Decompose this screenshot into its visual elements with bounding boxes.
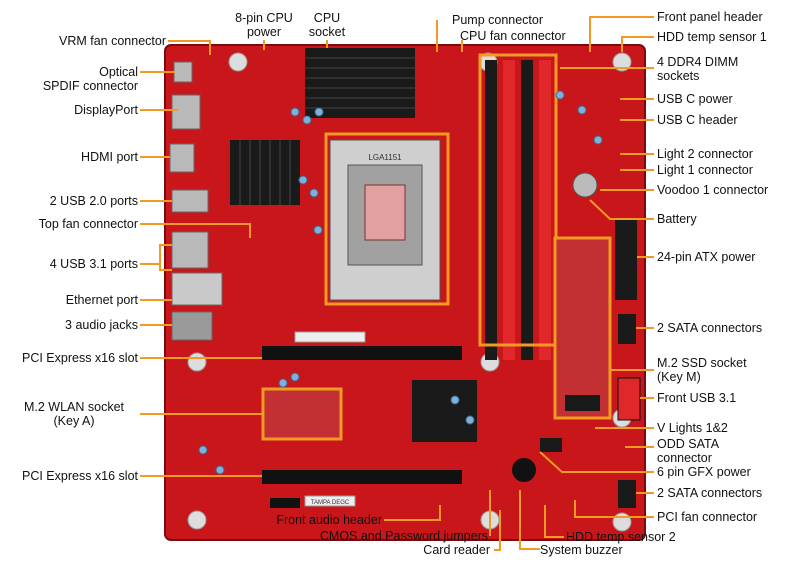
label-ethernet: Ethernet port	[65, 293, 138, 307]
pcie-slot-2	[262, 470, 462, 484]
label-optical-2: SPDIF connector	[42, 79, 138, 93]
front-audio-connector	[270, 498, 300, 508]
label-pcie-1: PCI Express x16 slot	[21, 351, 138, 365]
label-m2-wlan-1: M.2 WLAN socket	[23, 400, 125, 414]
label-card-reader: Card reader	[423, 543, 490, 557]
label-odd-sata-2: connector	[657, 451, 712, 465]
label-light2: Light 2 connector	[657, 147, 753, 161]
label-vrm-fan: VRM fan connector	[59, 34, 166, 48]
label-sata-2: 2 SATA connectors	[657, 486, 763, 500]
cpu-socket-highlight	[324, 132, 450, 306]
m2-wlan-socket	[261, 387, 343, 441]
gfx-power-connector	[540, 438, 562, 452]
label-sata-1: 2 SATA connectors	[657, 321, 763, 335]
socket-marking: LGA1151	[368, 153, 402, 162]
label-displayport: DisplayPort	[74, 103, 138, 117]
label-odd-sata-1: ODD SATA	[657, 437, 720, 451]
vrm-heatsink-top	[305, 48, 415, 118]
sata-connectors-2	[618, 480, 636, 508]
leader-lines	[140, 16, 654, 551]
dimm-slots	[485, 60, 551, 360]
label-usbc-power: USB C power	[657, 92, 733, 106]
sata-connectors-1	[618, 314, 636, 344]
label-cpu-socket-1: CPU	[313, 11, 341, 25]
label-light1: Light 1 connector	[657, 163, 753, 177]
label-cpu-fan: CPU fan connector	[460, 29, 566, 43]
label-hdd-temp-2: HDD temp sensor 2	[566, 530, 676, 544]
label-m2-wlan-2: (Key A)	[53, 414, 95, 428]
chipset-heatsink	[412, 380, 477, 442]
label-cpu-power-2: power	[246, 25, 282, 39]
pcb-sticker: TAMPA DEGC	[311, 500, 350, 506]
label-m2ssd-1: M.2 SSD socket	[657, 356, 747, 370]
label-voodoo: Voodoo 1 connector	[657, 183, 769, 197]
label-gfx-power: 6 pin GFX power	[657, 465, 751, 479]
m2-ssd-socket	[553, 236, 612, 420]
label-hdd-temp-1: HDD temp sensor 1	[657, 30, 767, 44]
front-usb31-port	[617, 377, 641, 421]
rear-io	[169, 61, 223, 341]
label-m2ssd-2: (Key M)	[657, 370, 701, 384]
label-optical-1: Optical	[99, 65, 138, 79]
label-pcie-2: PCI Express x16 slot	[21, 469, 138, 483]
label-battery: Battery	[657, 212, 697, 226]
pcie-slot-1	[262, 346, 462, 360]
vrm-heatsink-left	[230, 140, 300, 205]
label-front-panel: Front panel header	[657, 10, 763, 24]
label-front-usb31: Front USB 3.1	[657, 391, 737, 405]
label-usbc-header: USB C header	[657, 113, 738, 127]
label-top-fan: Top fan connector	[38, 217, 138, 231]
label-cmos: CMOS and Password jumpers	[319, 529, 488, 543]
label-cpu-power-1: 8-pin CPU	[235, 11, 293, 25]
system-buzzer-part	[512, 458, 536, 482]
label-front-audio: Front audio header	[276, 513, 382, 527]
label-usb20: 2 USB 2.0 ports	[49, 194, 138, 208]
atx-24pin	[615, 220, 637, 300]
label-atx24: 24-pin ATX power	[657, 250, 756, 264]
label-usb31: 4 USB 3.1 ports	[49, 257, 138, 271]
label-hdmi: HDMI port	[81, 150, 138, 164]
label-pump: Pump connector	[452, 13, 544, 27]
label-cpu-socket-2: socket	[308, 25, 346, 39]
cmos-battery	[572, 172, 598, 198]
label-ddr4-1: 4 DDR4 DIMM	[657, 55, 739, 69]
label-vlights: V Lights 1&2	[657, 421, 728, 435]
label-pci-fan: PCI fan connector	[657, 510, 758, 524]
label-ddr4-2: sockets	[657, 69, 700, 83]
label-audio: 3 audio jacks	[65, 318, 138, 332]
dimm-highlight	[478, 53, 558, 347]
label-buzzer: System buzzer	[540, 543, 623, 557]
